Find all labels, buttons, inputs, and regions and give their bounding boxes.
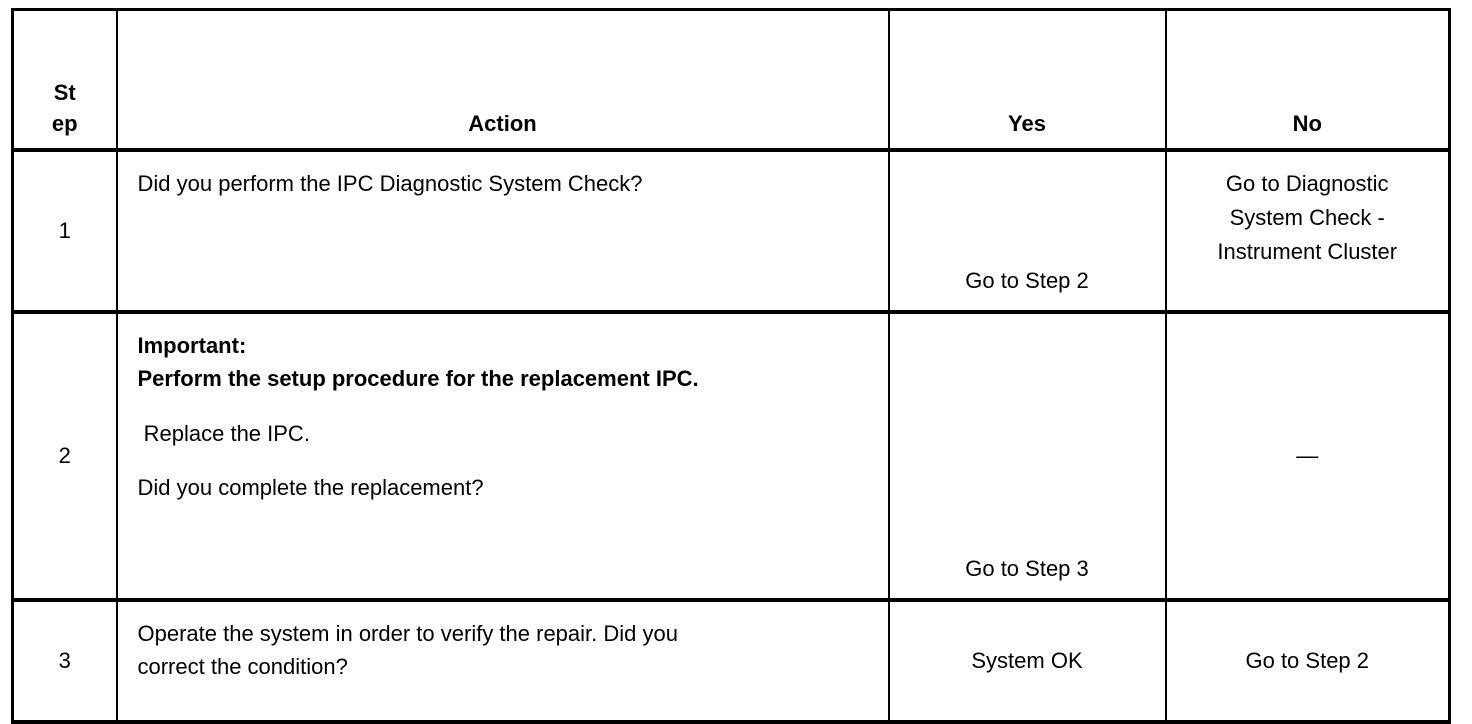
- column-header-step: St ep: [11, 8, 118, 152]
- diagnostic-steps-table: St ep Action Yes No 1: [11, 8, 1451, 724]
- column-header-step-line1: St: [53, 79, 76, 105]
- cell-yes: Go to Step 2: [887, 149, 1167, 314]
- yes-answer-2: Go to Step 3: [890, 552, 1165, 598]
- action-line-spacer: [138, 450, 874, 471]
- action-line: Did you perform the IPC Diagnostic Syste…: [137, 171, 643, 196]
- action-line-question: Did you complete the replacement?: [137, 475, 484, 501]
- action-line-replace: Replace the IPC.: [137, 420, 310, 446]
- step-number-1: 1: [58, 217, 71, 243]
- column-header-step-text: St ep: [14, 77, 116, 148]
- table-row: 1 Did you perform the IPC Diagnostic Sys…: [11, 149, 1451, 314]
- column-header-yes-text: Yes: [1008, 111, 1046, 137]
- cell-step-number: 3: [11, 599, 118, 724]
- table-body: 1 Did you perform the IPC Diagnostic Sys…: [11, 149, 1451, 724]
- action-text-2: Important: Perform the setup procedure f…: [118, 314, 888, 515]
- yes-answer-line: System OK: [971, 648, 1083, 674]
- yes-answer-line: Go to Step 2: [965, 268, 1089, 294]
- cell-action: Did you perform the IPC Diagnostic Syste…: [115, 149, 890, 314]
- column-header-no: No: [1164, 8, 1451, 152]
- action-text-3: Operate the system in order to verify th…: [118, 602, 888, 694]
- no-answer-dash: —: [1296, 443, 1319, 469]
- cell-yes: System OK: [887, 599, 1167, 724]
- table-header: St ep Action Yes No: [11, 8, 1451, 152]
- table-header-row: St ep Action Yes No: [11, 8, 1451, 152]
- cell-step-number: 2: [11, 311, 118, 602]
- yes-answer-1: Go to Step 2: [890, 264, 1165, 310]
- action-line: correct the condition?: [137, 654, 348, 680]
- action-line-spacer: [138, 396, 874, 417]
- action-line-important-body: Perform the setup procedure for the repl…: [137, 366, 699, 392]
- column-header-action-text: Action: [468, 111, 537, 137]
- column-header-no-text: No: [1292, 111, 1322, 137]
- cell-step-number: 1: [11, 149, 118, 314]
- step-number-3: 3: [58, 647, 71, 673]
- column-header-yes: Yes: [887, 8, 1167, 152]
- cell-no: Go to Step 2: [1164, 599, 1451, 724]
- no-answer-3: Go to Step 2: [1167, 644, 1449, 678]
- no-answer-line: Instrument Cluster: [1217, 238, 1398, 264]
- cell-no: Go to Diagnostic System Check - Instrume…: [1164, 149, 1451, 314]
- cell-action: Important: Perform the setup procedure f…: [115, 311, 890, 602]
- no-answer-line: Go to Diagnostic: [1225, 171, 1389, 196]
- cell-yes: Go to Step 3: [887, 311, 1167, 602]
- no-answer-2: —: [1167, 439, 1449, 473]
- table-row: 3 Operate the system in order to verify …: [11, 599, 1451, 724]
- action-text-1: Did you perform the IPC Diagnostic Syste…: [118, 152, 888, 210]
- no-answer-line: System Check -: [1229, 204, 1385, 230]
- no-answer-1: Go to Diagnostic System Check - Instrume…: [1167, 152, 1449, 269]
- step-number-2: 2: [58, 442, 71, 468]
- yes-answer-3: System OK: [890, 644, 1165, 678]
- cell-action: Operate the system in order to verify th…: [115, 599, 890, 724]
- cell-no: —: [1164, 311, 1451, 602]
- action-line-important-label: Important:: [137, 333, 247, 358]
- table-row: 2 Important: Perform the setup procedure…: [11, 311, 1451, 602]
- action-line: Operate the system in order to verify th…: [137, 621, 678, 646]
- column-header-action: Action: [115, 8, 890, 152]
- yes-answer-line: Go to Step 3: [965, 556, 1089, 582]
- no-answer-line: Go to Step 2: [1245, 648, 1370, 674]
- column-header-step-line2: ep: [51, 110, 78, 136]
